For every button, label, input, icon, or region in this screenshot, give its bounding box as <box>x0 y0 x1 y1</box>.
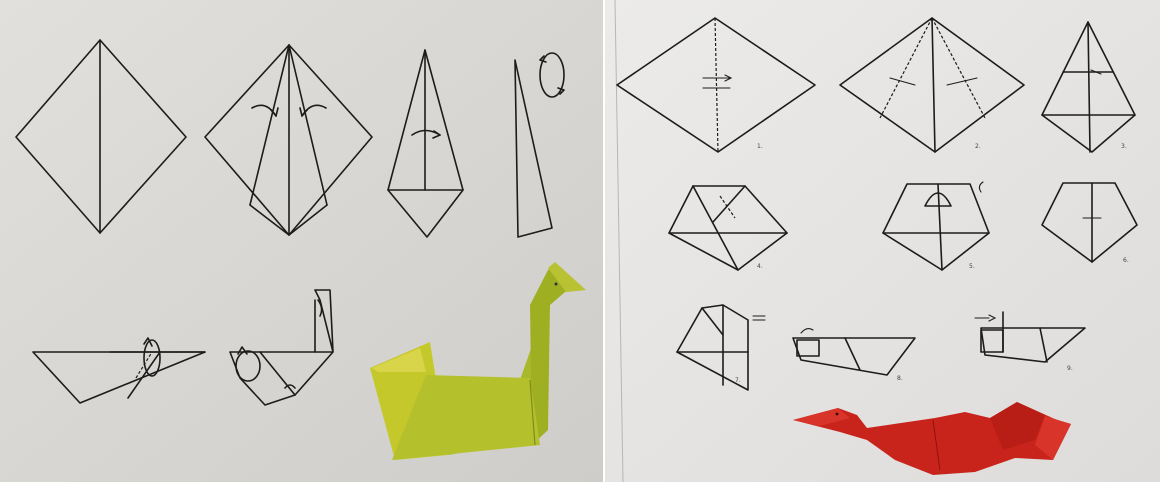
step-label: 8. <box>897 375 903 382</box>
left-instruction-page <box>0 0 603 482</box>
step-label: 2. <box>975 143 981 150</box>
step-label: 5. <box>969 263 975 270</box>
right-page-drawing: 1. 2. 3. <box>605 0 1160 482</box>
step-label: 9. <box>1067 365 1073 372</box>
right-instruction-page: 1. 2. 3. <box>605 0 1160 482</box>
step-label: 6. <box>1123 257 1129 264</box>
step-label: 3. <box>1121 143 1127 150</box>
step-label: 7. <box>735 377 741 384</box>
left-page-drawing <box>0 0 603 482</box>
step-label: 4. <box>757 263 763 270</box>
step-label: 1. <box>757 143 763 150</box>
